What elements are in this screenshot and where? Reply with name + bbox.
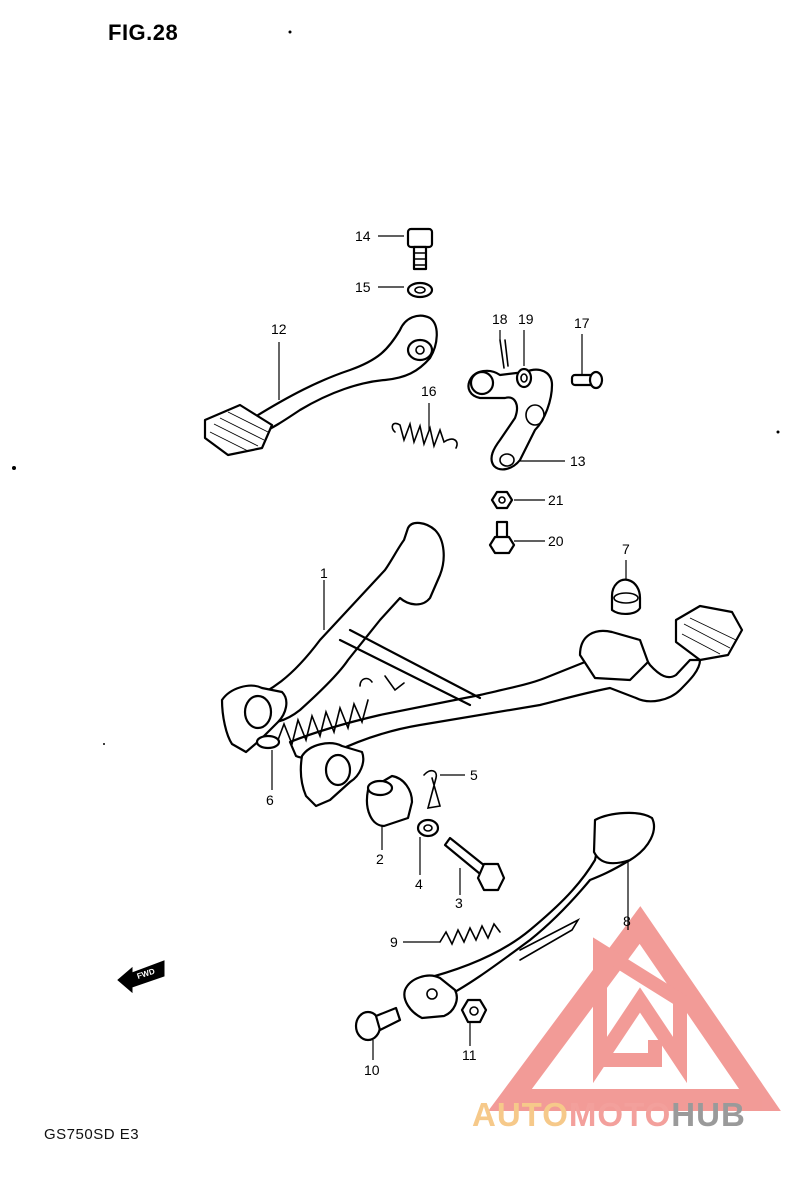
callout-4: 4 (415, 876, 423, 892)
part-12-brake-pedal (203, 314, 438, 457)
stand-spring (277, 699, 369, 747)
callout-18: 18 (492, 311, 508, 327)
callout-3: 3 (455, 895, 463, 911)
part-17-pin (570, 370, 604, 390)
watermark-moto: MOTO (568, 1096, 672, 1133)
figure-title: FIG.28 (108, 20, 179, 45)
part-21-nut (490, 490, 514, 510)
callout-16: 16 (421, 383, 437, 399)
leader-lines (271, 235, 629, 1060)
callout-14: 14 (355, 228, 371, 244)
fwd-arrow-icon: FWD (117, 960, 165, 994)
part-11-nut (460, 998, 488, 1024)
part-18-cotter-pin (499, 339, 509, 369)
callout-7: 7 (622, 541, 630, 557)
watermark-logo (488, 906, 781, 1111)
callout-10: 10 (364, 1062, 380, 1078)
part-9-spring (439, 922, 501, 946)
callout-11: 11 (462, 1047, 477, 1063)
part-5-clip (423, 769, 442, 809)
part-8-side-stand (403, 811, 656, 1020)
callout-15: 15 (355, 279, 371, 295)
part-6-clip-ring (255, 734, 281, 750)
callout-8: 8 (623, 913, 631, 929)
callout-21: 21 (548, 492, 564, 508)
callout-17: 17 (574, 315, 590, 331)
callout-13: 13 (570, 453, 586, 469)
part-7-stopper (610, 578, 642, 615)
part-19-washer (515, 367, 533, 389)
part-14-bolt (406, 227, 434, 271)
callout-6: 6 (266, 792, 274, 808)
watermark-text: AUTOMOTOHUB (472, 1096, 746, 1134)
scan-specks (12, 30, 780, 745)
part-13-brake-arm (467, 368, 554, 471)
callout-19: 19 (518, 311, 534, 327)
callout-5: 5 (470, 767, 478, 783)
callout-12: 12 (271, 321, 287, 337)
callout-1: 1 (320, 565, 328, 581)
watermark-hub: HUB (671, 1096, 746, 1133)
part-3-bolt (443, 836, 506, 892)
part-4-washer (416, 818, 440, 838)
part-10-bolt (354, 1006, 402, 1042)
callout-labels: 14 15 12 16 18 19 17 13 21 20 7 1 6 5 2 … (266, 228, 631, 1078)
watermark-auto: AUTO (472, 1096, 569, 1133)
part-1-center-stand (220, 521, 744, 808)
callout-9: 9 (390, 934, 398, 950)
part-16-spring (391, 421, 458, 449)
callout-20: 20 (548, 533, 564, 549)
model-code: GS750SD E3 (44, 1126, 140, 1143)
part-20-bolt (488, 520, 516, 555)
part-15-washer (406, 281, 434, 299)
part-2-collar (365, 774, 414, 828)
callout-2: 2 (376, 851, 384, 867)
